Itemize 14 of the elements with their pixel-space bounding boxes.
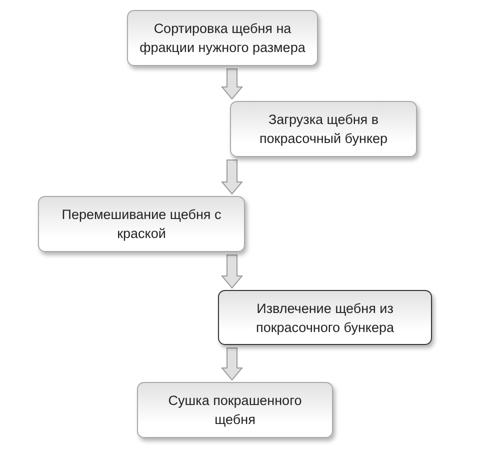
block-arrow: [220, 68, 244, 100]
process-box: [230, 101, 417, 157]
block-arrow: [220, 254, 244, 289]
step-text: Извлечение щебня из покрасочного бункера: [255, 300, 395, 336]
block-arrow: [220, 348, 244, 381]
block-arrow: [220, 160, 244, 195]
process-box: [127, 10, 318, 66]
step-text: Сортировка щебня на фракции нужного размера: [138, 20, 306, 57]
step-text: Сушка покрашенного щебня: [167, 392, 303, 429]
process-box: [218, 290, 432, 345]
step-text: Загрузка щебня в покрасочный бункер: [258, 111, 389, 148]
process-box: [38, 196, 245, 252]
step-text: Перемешивание щебня с краской: [60, 206, 222, 243]
process-box: [137, 382, 333, 438]
